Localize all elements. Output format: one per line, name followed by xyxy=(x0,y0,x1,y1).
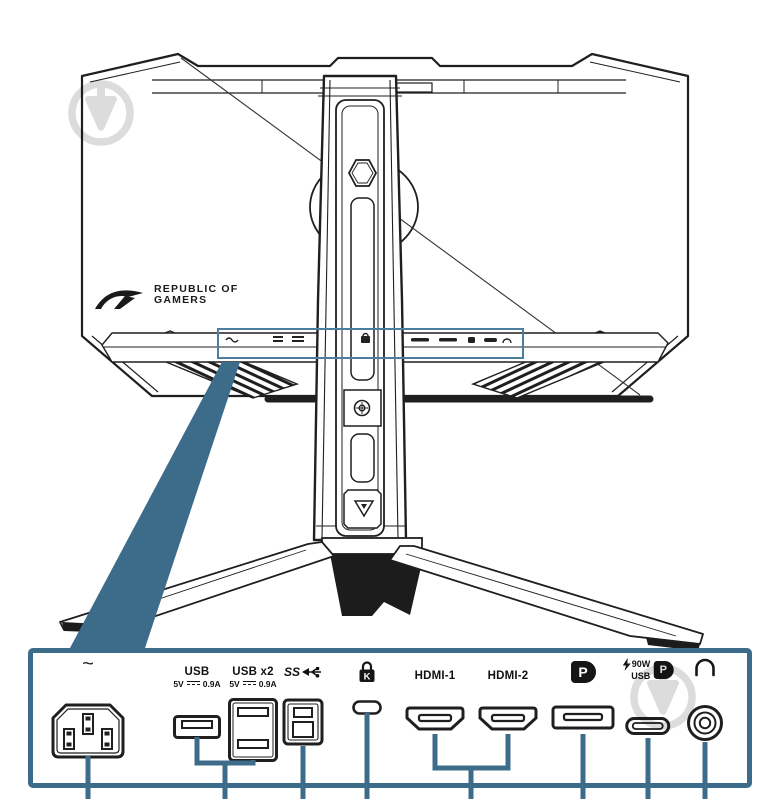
kensington-letter: K xyxy=(364,671,371,682)
dc-current-icon xyxy=(242,680,256,689)
strip-port-markings xyxy=(225,332,512,344)
usbc-dp-letter: P xyxy=(659,664,667,676)
usb-dual-amps: 0.9A xyxy=(258,679,277,689)
usbc-dp-logo-icon: P xyxy=(653,661,674,679)
usb-dual-label: USB x2 xyxy=(232,666,274,678)
usb-b-port xyxy=(282,698,324,746)
ac-symbol: ~ xyxy=(82,653,94,675)
port-group-kensington: K xyxy=(352,660,382,715)
port-group-usbc: 90W USB P xyxy=(622,658,674,736)
usb-dual-volts: 5V xyxy=(229,679,240,689)
usb-c-port xyxy=(625,717,671,735)
port-group-ac-power: ~ xyxy=(50,653,126,760)
strip-ac-icon xyxy=(225,337,239,343)
strip-lock-icon xyxy=(361,332,370,343)
kensington-slot xyxy=(352,700,382,715)
hdmi2-label: HDMI-2 xyxy=(487,670,529,682)
kensington-lock-icon: K xyxy=(359,661,375,682)
lightning-bolt-icon xyxy=(622,658,631,671)
dc-current-icon xyxy=(186,680,200,689)
usbc-usb-label: USB xyxy=(631,671,651,681)
usb-trident-icon xyxy=(302,667,321,678)
port-group-usb-single: USB 5V 0.9A xyxy=(173,666,221,739)
stand-column xyxy=(312,74,408,542)
port-group-usb-dual: USB x2 5V 0.9A xyxy=(228,666,278,762)
strip-usb-icon xyxy=(273,336,283,342)
usb-single-volts: 5V xyxy=(173,679,184,689)
strip-usbx2-icon xyxy=(292,336,304,342)
io-panel: ~ USB 5V 0.9A xyxy=(28,648,752,788)
usb-a-dual-port xyxy=(228,698,278,762)
displayport-port xyxy=(551,705,615,730)
brand-line2: GAMERS xyxy=(154,294,208,306)
strip-hdmi2-icon xyxy=(439,338,457,342)
usb-a-port xyxy=(173,715,221,739)
hdmi-port xyxy=(478,706,538,731)
ac-inlet-port xyxy=(51,703,125,759)
strip-headphone-icon xyxy=(502,338,512,344)
superspeed-label: SS xyxy=(283,665,300,679)
brand-block: REPUBLIC OF GAMERS xyxy=(92,284,238,314)
displayport-logo-icon: P xyxy=(570,661,596,683)
monitor-rear-illustration xyxy=(59,52,704,651)
audio-jack-port xyxy=(687,705,723,741)
port-group-audio xyxy=(686,658,724,742)
strip-highlight-rect xyxy=(217,328,524,359)
port-group-displayport: P xyxy=(551,661,615,731)
hdmi1-label: HDMI-1 xyxy=(414,670,456,682)
port-group-hdmi2: HDMI-2 xyxy=(478,670,538,732)
port-group-hdmi1: HDMI-1 xyxy=(405,670,465,732)
headphone-icon xyxy=(695,658,715,677)
usbc-watts: 90W xyxy=(631,659,651,669)
brand-line1: REPUBLIC OF xyxy=(154,283,239,295)
strip-usbc-icon xyxy=(484,338,497,342)
displayport-letter: P xyxy=(578,664,588,680)
strip-dp-icon xyxy=(468,337,475,343)
rog-eye-logo-icon xyxy=(95,290,143,309)
usb-single-amps: 0.9A xyxy=(202,679,221,689)
port-group-usb-upstream: SS xyxy=(282,665,324,746)
hdmi-port xyxy=(405,706,465,731)
usb-single-label: USB xyxy=(184,666,210,678)
strip-hdmi1-icon xyxy=(411,338,429,342)
